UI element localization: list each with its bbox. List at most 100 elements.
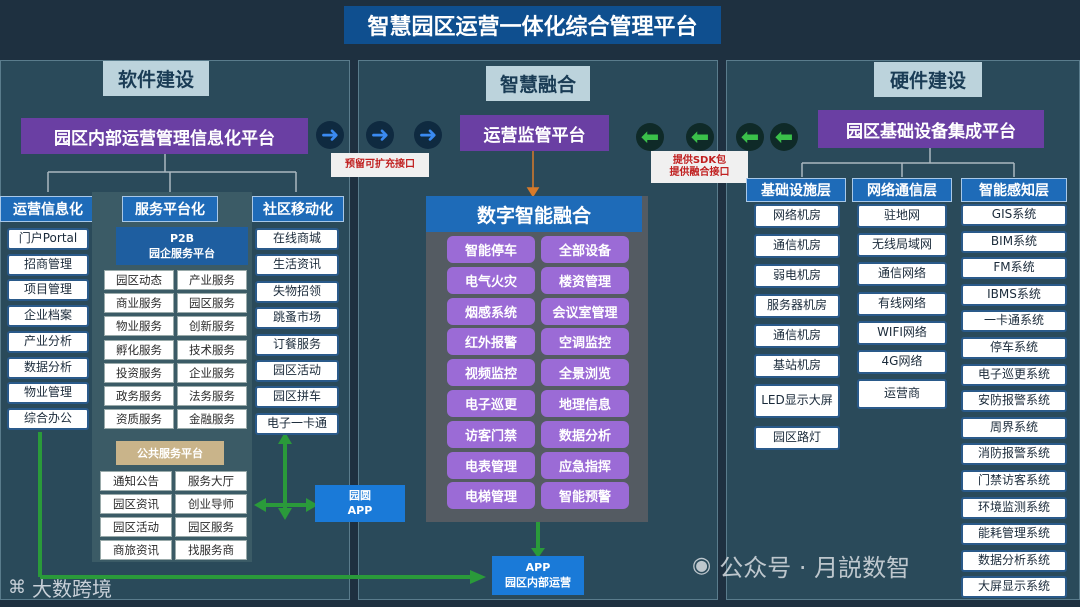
- fusion-pill: 楼资管理: [541, 266, 629, 294]
- fusion-section-title: 智慧融合: [486, 66, 590, 101]
- sensing-item: 周界系统: [961, 416, 1067, 439]
- service-item: 孵化服务: [104, 339, 174, 360]
- sdk-note-line2: 提供融合接口: [669, 167, 730, 178]
- wechat-icon: ◉: [692, 552, 712, 578]
- col-service-head: 服务平台化: [122, 196, 218, 222]
- service-item: 物业服务: [104, 316, 174, 337]
- page-title: 智慧园区运营一体化综合管理平台: [344, 6, 721, 44]
- sensing-item: 停车系统: [961, 337, 1067, 359]
- software-section-title: 软件建设: [103, 61, 209, 96]
- mobile-item: 订餐服务: [255, 333, 339, 356]
- fusion-pill: 电梯管理: [447, 482, 535, 510]
- mobile-item: 失物招领: [255, 280, 339, 303]
- p2b-subtitle: 园企服务平台: [149, 246, 215, 260]
- fusion-pill: 空调监控: [541, 328, 629, 356]
- col-ops-head: 运营信息化: [0, 196, 96, 222]
- sensing-item: 环境监测系统: [961, 496, 1067, 519]
- infra-item: 服务器机房: [754, 294, 840, 318]
- sensing-item: 一卡通系统: [961, 310, 1067, 333]
- network-item: 4G网络: [857, 350, 947, 374]
- service-item: 园区服务: [177, 293, 247, 314]
- mobile-item: 电子一卡通: [255, 412, 339, 435]
- mobile-item: 园区活动: [255, 360, 339, 382]
- infra-item: 通信机房: [754, 324, 840, 348]
- mobile-item: 园区拼车: [255, 386, 339, 409]
- public-service-item: 服务大厅: [175, 471, 247, 491]
- ops-item: 物业管理: [7, 382, 89, 405]
- service-item: 技术服务: [177, 339, 247, 360]
- app-line2: APP: [347, 503, 373, 517]
- public-service-item: 园区活动: [100, 517, 172, 537]
- service-item: 投资服务: [104, 362, 174, 383]
- sensing-item: 大屏显示系统: [961, 576, 1067, 599]
- ops-item: 企业档案: [7, 305, 89, 328]
- public-service-item: 通知公告: [100, 471, 172, 491]
- fusion-pill: 全部设备: [541, 236, 629, 263]
- network-item: 通信网络: [857, 262, 947, 287]
- network-item: WIFI网络: [857, 320, 947, 345]
- ops-item: 综合办公: [7, 407, 89, 430]
- fusion-pill: 地理信息: [541, 390, 629, 417]
- infra-item: 网络机房: [754, 204, 840, 228]
- infra-item: 园区路灯: [754, 426, 840, 450]
- col-mobile-head: 社区移动化: [252, 196, 344, 222]
- left-arrow-icon: ⬅: [736, 123, 764, 151]
- service-item: 园区动态: [104, 270, 174, 290]
- sensing-item: 消防报警系统: [961, 443, 1067, 466]
- public-service-item: 商旅资讯: [100, 540, 172, 560]
- network-item: 有线网络: [857, 291, 947, 316]
- watermark-left-text: 大数跨境: [32, 576, 112, 601]
- fusion-head: 数字智能融合: [426, 196, 642, 232]
- yuanyuan-app: 园圆 APP: [315, 485, 405, 522]
- infra-item: LED显示大屏: [754, 384, 840, 418]
- service-item: 企业服务: [177, 362, 247, 383]
- infra-item: 基站机房: [754, 354, 840, 378]
- watermark-right-text: 公众号 · 月説数智: [719, 553, 911, 582]
- infra-item: 弱电机房: [754, 264, 840, 288]
- fusion-pill: 访客门禁: [447, 420, 535, 448]
- sensing-item: FM系统: [961, 257, 1067, 280]
- public-service-item: 园区资讯: [100, 494, 172, 514]
- fusion-pill: 应急指挥: [541, 451, 629, 479]
- network-item: 运营商: [857, 379, 947, 410]
- infra-layer-head: 基础设施层: [746, 178, 846, 202]
- fusion-pill: 数据分析: [541, 420, 629, 448]
- right-arrow-icon: ➜: [414, 121, 442, 149]
- middle-platform-bar: 运营监管平台: [460, 115, 609, 151]
- service-item: 产业服务: [177, 270, 247, 290]
- left-arrow-icon: ⬅: [770, 123, 798, 151]
- service-item: 创新服务: [177, 316, 247, 337]
- infra-item: 通信机房: [754, 234, 840, 258]
- public-service-item: 创业导师: [175, 494, 247, 514]
- left-platform-bar: 园区内部运营管理信息化平台: [21, 118, 308, 154]
- mobile-item: 跳蚤市场: [255, 307, 339, 330]
- hardware-section-title: 硬件建设: [874, 62, 982, 97]
- sdk-note-line1: 提供SDK包: [672, 155, 727, 166]
- left-arrow-icon: ⬅: [636, 123, 664, 151]
- ops-item: 门户Portal: [7, 228, 89, 250]
- service-item: 法务服务: [177, 386, 247, 406]
- fusion-pill: 电子巡更: [447, 390, 535, 417]
- network-layer-head: 网络通信层: [852, 178, 952, 202]
- public-service-item: 园区服务: [175, 517, 247, 537]
- fusion-pill: 视频监控: [447, 359, 535, 387]
- fusion-pill: 全景浏览: [541, 359, 629, 387]
- sensing-item: 安防报警系统: [961, 390, 1067, 413]
- fusion-pill: 智能预警: [541, 482, 629, 510]
- sensing-item: 数据分析系统: [961, 549, 1067, 572]
- mobile-item: 生活资讯: [255, 254, 339, 277]
- watermark-left: ⌘ 大数跨境: [8, 573, 158, 601]
- right-arrow-icon: ➜: [316, 121, 344, 149]
- sensing-item: GIS系统: [961, 204, 1067, 226]
- mobile-item: 在线商城: [255, 228, 339, 250]
- reserved-interface-note: 预留可扩充接口: [331, 153, 429, 177]
- internal-ops-app: APP 园区内部运营: [492, 556, 584, 595]
- left-arrow-icon: ⬅: [686, 123, 714, 151]
- p2b-platform: P2B 园企服务平台: [116, 227, 248, 265]
- logo-icon: ⌘: [8, 576, 26, 598]
- service-item: 资质服务: [104, 409, 174, 430]
- public-service-head: 公共服务平台: [116, 441, 224, 465]
- sensing-layer-head: 智能感知层: [961, 178, 1067, 202]
- service-item: 金融服务: [177, 409, 247, 430]
